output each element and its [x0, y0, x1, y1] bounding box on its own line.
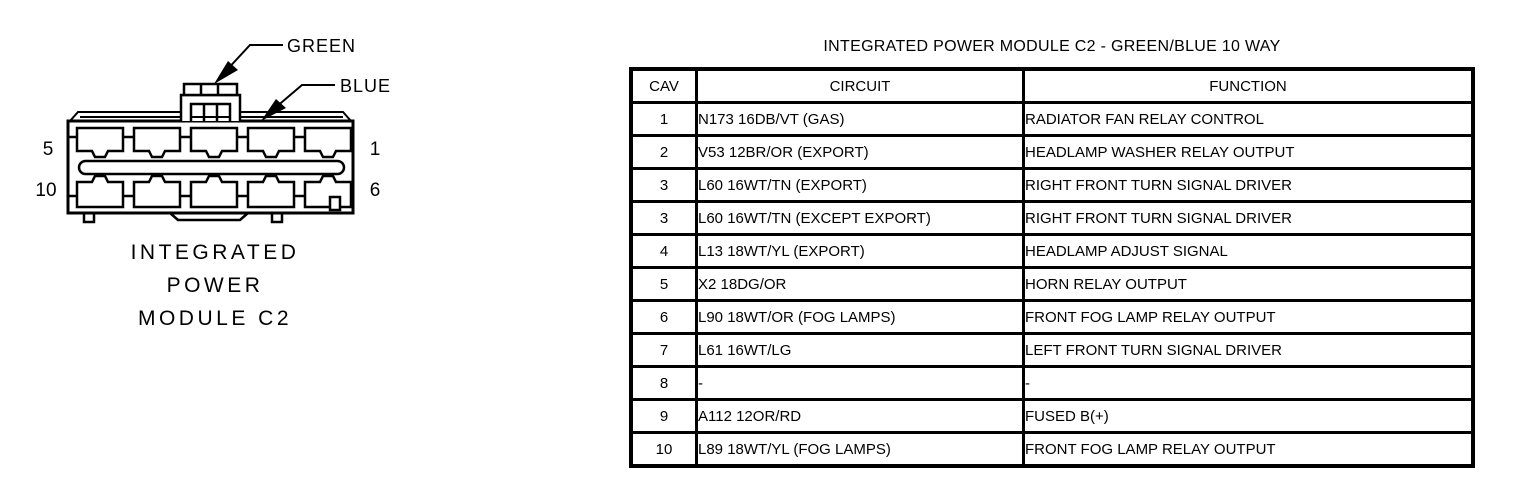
- circuit-cell: L13 18WT/YL (EXPORT): [695, 233, 1025, 269]
- table-row: 4 L13 18WT/YL (EXPORT) HEADLAMP ADJUST S…: [629, 233, 1475, 269]
- function-cell: HEADLAMP WASHER RELAY OUTPUT: [1022, 134, 1475, 170]
- cavity: [189, 174, 239, 209]
- connector-diagram: GREEN BLUE 5 10 1 6: [35, 36, 391, 224]
- center-slot: [77, 159, 346, 176]
- cavity: [303, 126, 353, 159]
- cav-cell: 8: [629, 365, 698, 401]
- cavity: [75, 126, 125, 159]
- circuit-cell: L60 16WT/TN (EXPORT): [695, 167, 1025, 203]
- table-title: INTEGRATED POWER MODULE C2 - GREEN/BLUE …: [823, 38, 1281, 55]
- cav-cell: 4: [629, 233, 698, 269]
- col-header-cav: CAV: [629, 67, 698, 104]
- table-row: 6 L90 18WT/OR (FOG LAMPS) FRONT FOG LAMP…: [629, 299, 1475, 335]
- table-row: 10 L89 18WT/YL (FOG LAMPS) FRONT FOG LAM…: [629, 431, 1475, 468]
- latch-cap: [182, 82, 239, 97]
- cavity: [189, 126, 239, 159]
- cav-cell: 1: [629, 101, 698, 137]
- cav-cell: 10: [629, 431, 698, 468]
- cavity: [246, 126, 296, 159]
- function-cell: -: [1022, 365, 1475, 401]
- pin-number-bottom-right: 6: [370, 180, 381, 201]
- circuit-cell: V53 12BR/OR (EXPORT): [695, 134, 1025, 170]
- pin-number-top-left: 5: [43, 139, 54, 160]
- pin-number-top-right: 1: [370, 139, 381, 160]
- green-label: GREEN: [287, 36, 356, 56]
- cav-cell: 7: [629, 332, 698, 368]
- pinout-table: CAV CIRCUIT FUNCTION 1 N173 16DB/VT (GAS…: [629, 67, 1475, 468]
- blue-leader-line: [274, 84, 335, 109]
- cav-cell: 5: [629, 266, 698, 302]
- function-cell: HORN RELAY OUTPUT: [1022, 266, 1475, 302]
- cavity: [75, 174, 125, 209]
- table-row: 5 X2 18DG/OR HORN RELAY OUTPUT: [629, 266, 1475, 302]
- table-row: 3 L60 16WT/TN (EXCEPT EXPORT) RIGHT FRON…: [629, 200, 1475, 236]
- pin-number-bottom-left: 10: [35, 180, 56, 201]
- connector-caption-line: POWER: [166, 274, 264, 297]
- connector-caption: INTEGRATED POWER MODULE C2: [95, 236, 335, 335]
- mount-foot: [82, 213, 96, 224]
- circuit-cell: L60 16WT/TN (EXCEPT EXPORT): [695, 200, 1025, 236]
- col-header-circuit: CIRCUIT: [695, 67, 1025, 104]
- index-notch: [328, 195, 342, 212]
- cavity: [303, 174, 353, 209]
- header-row: CAV CIRCUIT FUNCTION: [629, 67, 1475, 104]
- circuit-cell: L61 16WT/LG: [695, 332, 1025, 368]
- function-cell: FRONT FOG LAMP RELAY OUTPUT: [1022, 431, 1475, 468]
- mount-foot: [270, 213, 284, 224]
- cav-cell: 9: [629, 398, 698, 434]
- cavity: [132, 126, 182, 159]
- cavity: [246, 174, 296, 209]
- circuit-cell: L89 18WT/YL (FOG LAMPS): [695, 431, 1025, 468]
- table-row: 7 L61 16WT/LG LEFT FRONT TURN SIGNAL DRI…: [629, 332, 1475, 368]
- function-cell: HEADLAMP ADJUST SIGNAL: [1022, 233, 1475, 269]
- cav-cell: 2: [629, 134, 698, 170]
- table-row: 2 V53 12BR/OR (EXPORT) HEADLAMP WASHER R…: [629, 134, 1475, 170]
- blue-label: BLUE: [340, 76, 391, 96]
- function-cell: FUSED B(+): [1022, 398, 1475, 434]
- table-row: 8 - -: [629, 365, 1475, 401]
- cav-cell: 3: [629, 200, 698, 236]
- green-leader-line: [223, 44, 283, 74]
- connector-caption-line: INTEGRATED: [130, 241, 300, 264]
- green-arrowhead-icon: [214, 61, 238, 84]
- connector-caption-line: MODULE C2: [137, 307, 293, 330]
- bottom-center-tab: [169, 212, 249, 222]
- function-cell: RIGHT FRONT TURN SIGNAL DRIVER: [1022, 167, 1475, 203]
- circuit-cell: A112 12OR/RD: [695, 398, 1025, 434]
- circuit-cell: X2 18DG/OR: [695, 266, 1025, 302]
- cav-cell: 6: [629, 299, 698, 335]
- blue-arrowhead-icon: [261, 99, 286, 121]
- function-cell: LEFT FRONT TURN SIGNAL DRIVER: [1022, 332, 1475, 368]
- function-cell: RADIATOR FAN RELAY CONTROL: [1022, 101, 1475, 137]
- latch-opening: [189, 102, 232, 121]
- table-row: 9 A112 12OR/RD FUSED B(+): [629, 398, 1475, 434]
- cavity: [132, 174, 182, 209]
- function-cell: RIGHT FRONT TURN SIGNAL DRIVER: [1022, 200, 1475, 236]
- table-row: 3 L60 16WT/TN (EXPORT) RIGHT FRONT TURN …: [629, 167, 1475, 203]
- circuit-cell: -: [695, 365, 1025, 401]
- cav-cell: 3: [629, 167, 698, 203]
- table-row: 1 N173 16DB/VT (GAS) RADIATOR FAN RELAY …: [629, 101, 1475, 137]
- col-header-function: FUNCTION: [1022, 67, 1475, 104]
- circuit-cell: L90 18WT/OR (FOG LAMPS): [695, 299, 1025, 335]
- function-cell: FRONT FOG LAMP RELAY OUTPUT: [1022, 299, 1475, 335]
- circuit-cell: N173 16DB/VT (GAS): [695, 101, 1025, 137]
